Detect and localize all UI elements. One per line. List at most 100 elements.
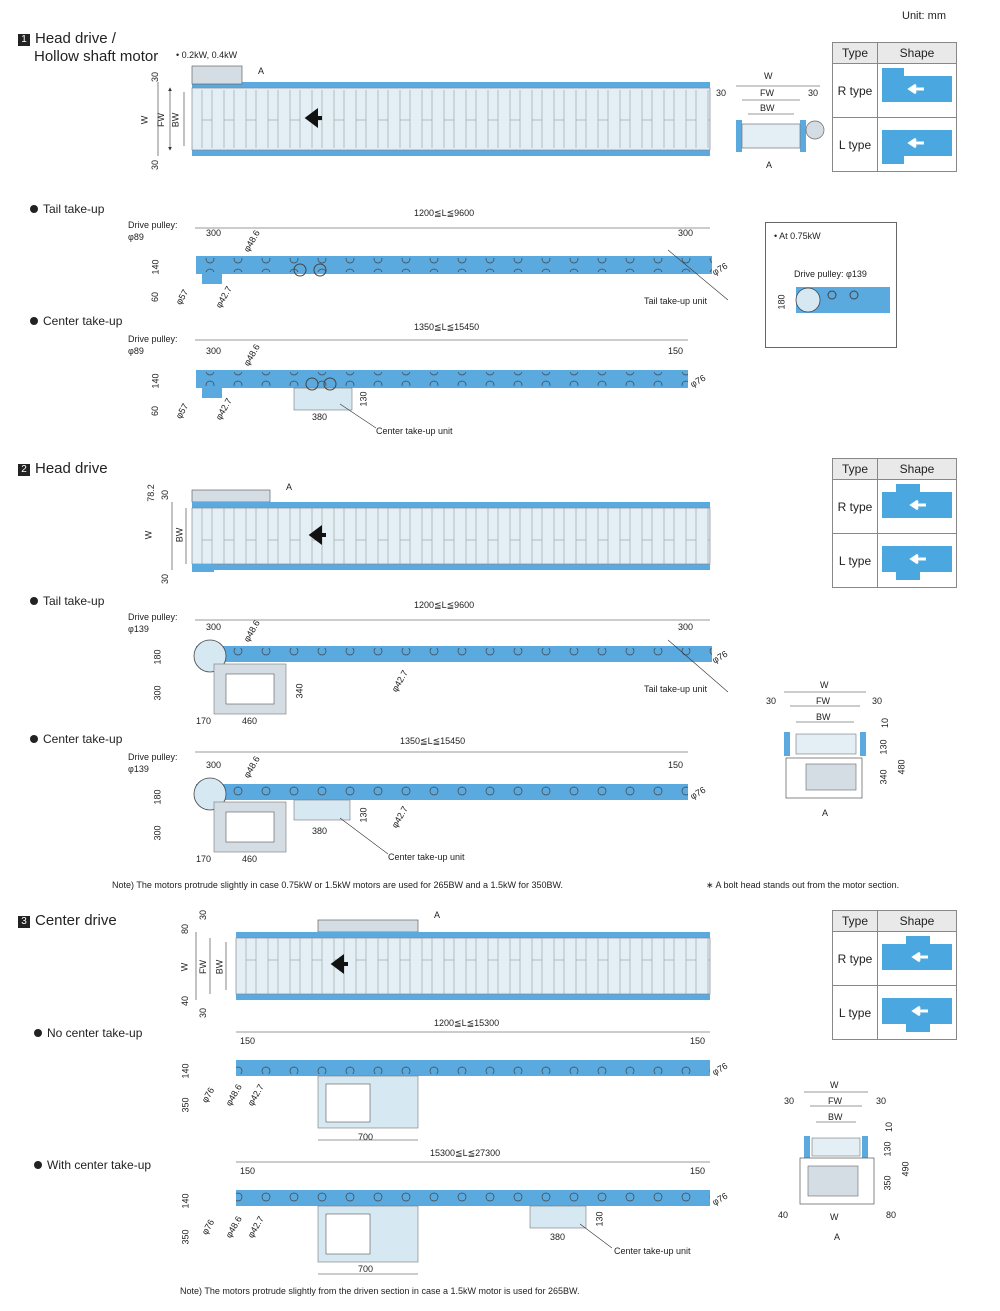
section-1-title: 1 Head drive / [18, 30, 116, 48]
s2-dBW: BW [174, 527, 185, 543]
s2-tail-elevation [193, 619, 729, 715]
section-1-number: 1 [18, 34, 30, 46]
shape-header: Shape [877, 458, 957, 480]
s1-top-view [157, 65, 711, 156]
section-3-number: 3 [18, 916, 30, 928]
s2-center-pulley-l2: φ139 [128, 764, 149, 774]
s3-top-view [195, 919, 711, 1000]
s3-with-d150b: 150 [690, 1166, 706, 1176]
s1-center-subtitle: Center take-up [30, 314, 122, 328]
s3-with-center-elevation [236, 1161, 710, 1275]
bullet-icon [34, 1161, 42, 1169]
s2-center-d300: 300 [206, 760, 222, 770]
s3-side-d130: 130 [882, 1141, 893, 1157]
s2-side-dBW: BW [816, 712, 831, 722]
s2-d30b: 30 [160, 573, 171, 585]
s2-center-subtitle: Center take-up [30, 732, 122, 746]
s1-side-dBW: BW [760, 103, 775, 113]
s1-dW: W [139, 115, 150, 125]
section-3-title: 3 Center drive [18, 912, 117, 930]
s2-center-d170: 170 [196, 854, 212, 864]
s3-no-range: 1200≦L≦15300 [434, 1018, 500, 1028]
s3-with-d130: 130 [594, 1211, 605, 1227]
s3-dFW: FW [198, 960, 208, 974]
s2-side-d30b: 30 [872, 696, 883, 706]
s2-side-dFW: FW [816, 696, 830, 706]
s2-d30a: 30 [160, 489, 171, 501]
s3-side-d10: 10 [884, 1121, 895, 1133]
s2-tail-d170: 170 [196, 716, 212, 726]
s1-tail-subtitle: Tail take-up [30, 202, 104, 216]
s1-side-d30a: 30 [716, 88, 727, 98]
r-type-shape [877, 931, 957, 986]
s3-side-view [799, 1091, 875, 1205]
s1-tail-d60: 60 [150, 291, 161, 303]
s3-no-d150a: 150 [240, 1036, 256, 1046]
s3-no-d140: 140 [180, 1063, 191, 1079]
s1-tail-range: 1200≦L≦9600 [414, 208, 475, 218]
type-header: Type [832, 458, 878, 480]
note-section-3: Note) The motors protrude slightly from … [180, 1286, 580, 1296]
s2-side-d130: 130 [878, 739, 889, 755]
s3-with-d380: 380 [550, 1232, 566, 1242]
s2-side-d30a: 30 [766, 696, 777, 706]
s2-center-d150: 150 [668, 760, 684, 770]
s1-center-d60: 60 [150, 405, 161, 417]
s1-dBW: BW [170, 112, 181, 128]
s1-side-dW: W [764, 71, 773, 81]
s1-side-dA: A [766, 160, 773, 170]
shape-header: Shape [877, 42, 957, 64]
s2-tail-d300a: 300 [206, 622, 222, 632]
section-1-title-line1: Head drive / [35, 30, 116, 47]
s2-side-dA: A [822, 808, 829, 818]
s1-tail-pulley-l1: Drive pulley: [128, 220, 178, 230]
s1-center-d130: 130 [358, 391, 369, 407]
s2-center-elevation [193, 751, 688, 855]
s2-center-pulley-l1: Drive pulley: [128, 752, 178, 762]
shape-header: Shape [877, 910, 957, 932]
l-type-label: L type [832, 985, 878, 1040]
s1-center-elevation [195, 339, 688, 429]
s3-dA: A [434, 910, 441, 920]
s3-with-center-subtitle: With center take-up [34, 1158, 151, 1172]
s2-center-d460: 460 [242, 854, 258, 864]
s3-d80: 80 [180, 923, 191, 935]
s3-side-d80: 80 [886, 1210, 897, 1220]
s2-tail-pulley-l1: Drive pulley: [128, 612, 178, 622]
section-3-title-text: Center drive [35, 912, 117, 929]
l-type-shape [877, 985, 957, 1040]
s2-dA: A [286, 482, 293, 492]
s3-no-d150b: 150 [690, 1036, 706, 1046]
bullet-icon [30, 597, 38, 605]
s3-with-range: 15300≦L≦27300 [430, 1148, 501, 1158]
s3-no-center-subtitle: No center take-up [34, 1026, 142, 1040]
s3-side-d490: 490 [900, 1161, 911, 1177]
s1-inset-drawing [795, 287, 890, 313]
s2-top-view [171, 489, 711, 572]
s2-center-d180: 180 [152, 789, 163, 805]
s1-tail-d300a: 300 [206, 228, 222, 238]
s1-center-range: 1350≦L≦15450 [414, 322, 480, 332]
s1-inset-pulley: Drive pulley: φ139 [794, 269, 867, 279]
r-type-shape [877, 63, 957, 118]
s1-side-view [736, 85, 825, 152]
bullet-icon [30, 317, 38, 325]
r-type-label: R type [832, 63, 878, 118]
s2-tail-d340: 340 [294, 683, 305, 699]
s1-tail-d300b: 300 [678, 228, 694, 238]
s3-with-unit: Center take-up unit [614, 1246, 691, 1256]
s3-side-dBW: BW [828, 1112, 843, 1122]
s2-side-view [784, 691, 866, 799]
s1-tail-pulley-l2: φ89 [128, 232, 144, 242]
s2-side-dW: W [820, 680, 829, 690]
s2-tail-d300c: 300 [152, 685, 163, 701]
section-2-title-text: Head drive [35, 460, 108, 477]
s2-side-d480: 480 [896, 759, 907, 775]
s2-tail-range: 1200≦L≦9600 [414, 600, 475, 610]
s1-center-d380: 380 [312, 412, 328, 422]
s2-tail-unit: Tail take-up unit [644, 684, 708, 694]
s3-side-dW: W [830, 1080, 839, 1090]
s2-side-d340: 340 [878, 769, 889, 785]
